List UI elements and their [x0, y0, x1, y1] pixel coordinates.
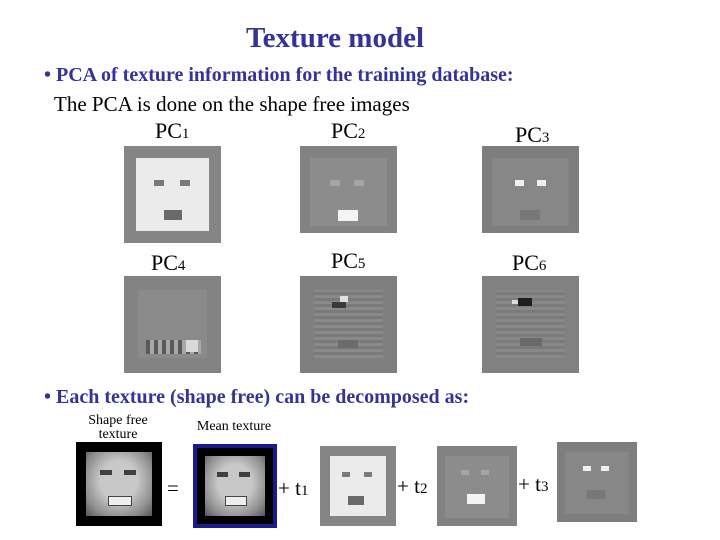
bullet-pca: • PCA of texture information for the tra…: [44, 64, 514, 86]
equals-sign: =: [167, 476, 179, 500]
slide-title: Texture model: [245, 22, 425, 54]
pc3-label: PC3: [515, 122, 550, 147]
t1-component-image: [320, 446, 396, 526]
bullet-decomposition: • Each texture (shape free) can be decom…: [44, 386, 470, 408]
pc5-label: PC5: [331, 248, 366, 273]
pc1-image: [124, 146, 221, 243]
pc4-label: PC4: [151, 250, 186, 275]
term-t2: + t2: [397, 474, 428, 498]
pca-description: The PCA is done on the shape free images: [54, 92, 410, 116]
shape-free-texture-image: [76, 442, 162, 526]
pc6-image: [482, 276, 579, 373]
pc2-image: [300, 146, 397, 233]
t2-component-image: [437, 446, 517, 526]
term-t3: + t3: [518, 472, 549, 496]
pc1-label: PC1: [155, 118, 190, 143]
pc4-image: [124, 276, 221, 373]
pc2-label: PC2: [331, 118, 366, 143]
t3-component-image: [557, 442, 637, 522]
mean-texture-label: Mean texture: [196, 419, 272, 434]
shape-free-label: Shape free texture: [88, 413, 148, 442]
pc5-image: [300, 276, 397, 373]
mean-texture-image: [193, 444, 277, 528]
pc3-image: [482, 146, 579, 233]
pc6-label: PC6: [512, 250, 547, 275]
term-t1: + t1: [278, 476, 309, 500]
